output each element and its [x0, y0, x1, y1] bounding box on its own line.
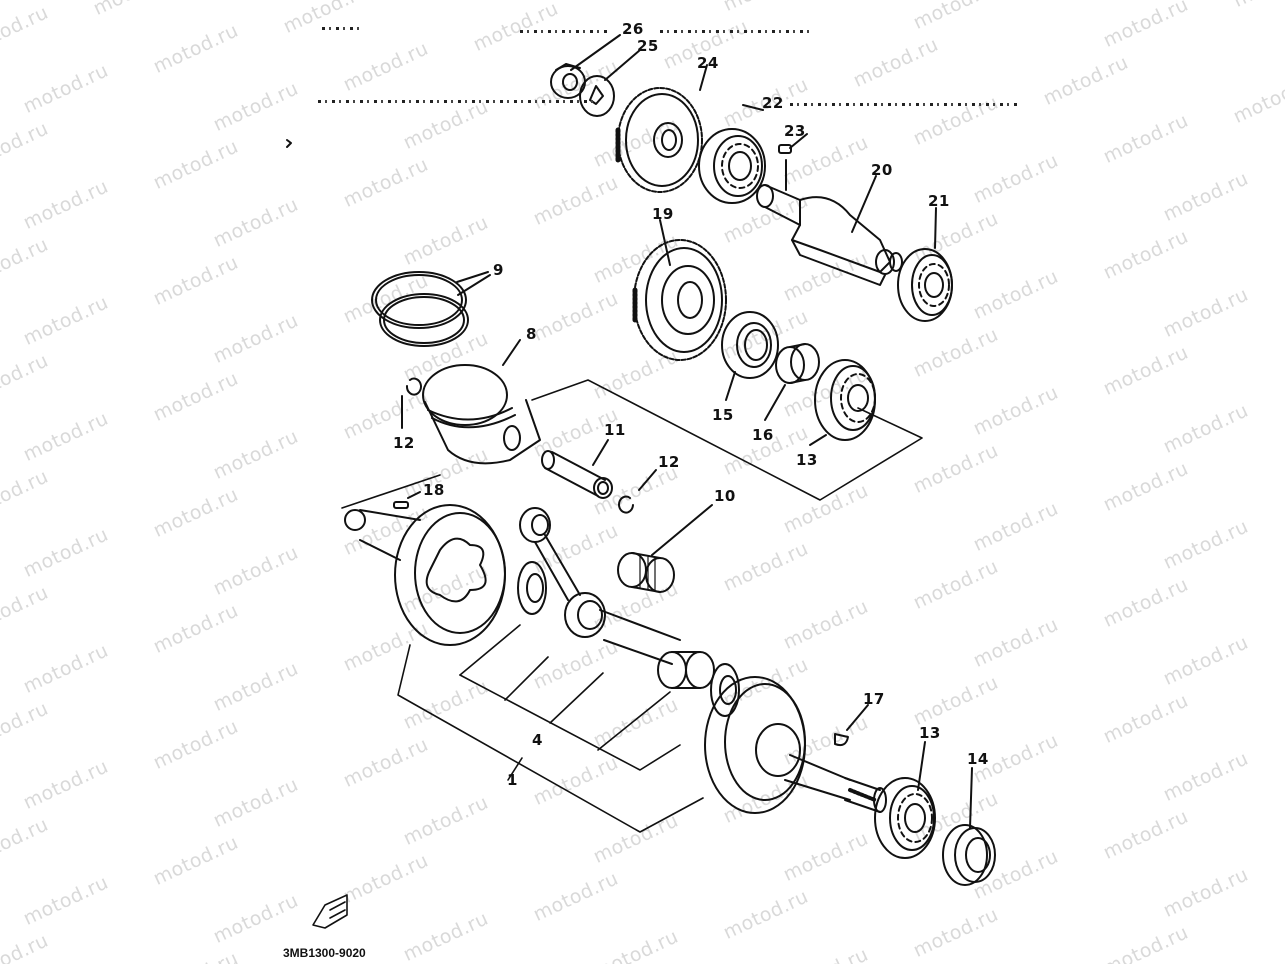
piston-pin-clip-part — [405, 377, 422, 396]
thrust-washer-part — [517, 561, 547, 615]
bearing-part — [698, 128, 766, 204]
header-scan-noise — [520, 30, 610, 33]
callout-13a: 13 — [796, 451, 818, 469]
callout-12b: 12 — [658, 453, 680, 471]
straight-key-part — [778, 144, 792, 154]
header-scan-noise — [790, 103, 1020, 106]
bearing-part — [874, 777, 936, 859]
callout-11: 11 — [604, 421, 626, 439]
drawing-code: 3MB1300-9020 — [283, 946, 366, 960]
callout-4: 4 — [532, 731, 543, 749]
callout-17: 17 — [863, 690, 885, 708]
header-scan-noise — [660, 30, 810, 33]
callout-15: 15 — [712, 406, 734, 424]
callout-14: 14 — [967, 750, 989, 768]
crank-web-left-part — [344, 504, 506, 646]
front-arrow-icon — [312, 894, 348, 929]
oil-seal-part — [942, 824, 996, 886]
needle-bearing-part — [657, 651, 715, 689]
connecting-rod-part — [519, 507, 606, 638]
callout-9: 9 — [493, 261, 504, 279]
callout-22: 22 — [762, 94, 784, 112]
bearing-part — [897, 248, 953, 322]
thrust-washer-part — [710, 663, 740, 717]
callout-20: 20 — [871, 161, 893, 179]
balancer-driven-gear-part — [615, 87, 703, 193]
needle-bearing-part — [617, 552, 675, 593]
piston-rings-part — [371, 271, 469, 347]
callout-16: 16 — [752, 426, 774, 444]
piston-part — [422, 364, 541, 465]
callout-8: 8 — [526, 325, 537, 343]
callout-23: 23 — [784, 122, 806, 140]
collar-part — [775, 343, 820, 384]
woodruff-key-part — [834, 733, 849, 747]
callout-19: 19 — [652, 205, 674, 223]
callout-12a: 12 — [393, 434, 415, 452]
piston-pin-clip-part — [618, 495, 634, 514]
callout-13b: 13 — [919, 724, 941, 742]
callout-1: 1 — [507, 771, 518, 789]
callout-21: 21 — [928, 192, 950, 210]
balancer-drive-gear-part — [632, 239, 727, 361]
straight-key-part — [393, 501, 409, 509]
callout-24: 24 — [697, 54, 719, 72]
callout-26: 26 — [622, 20, 644, 38]
crank-web-right-part — [704, 676, 887, 814]
bearing-part — [814, 359, 876, 441]
callout-18: 18 — [423, 481, 445, 499]
lock-washer-part — [579, 75, 615, 117]
callout-25: 25 — [637, 37, 659, 55]
callout-10: 10 — [714, 487, 736, 505]
balancer-shaft-part — [756, 184, 903, 286]
piston-pin-part — [541, 450, 613, 499]
header-scan-noise — [322, 27, 362, 30]
margin-mark — [286, 139, 292, 148]
bearing-part — [721, 311, 779, 379]
header-scan-noise — [318, 100, 593, 103]
